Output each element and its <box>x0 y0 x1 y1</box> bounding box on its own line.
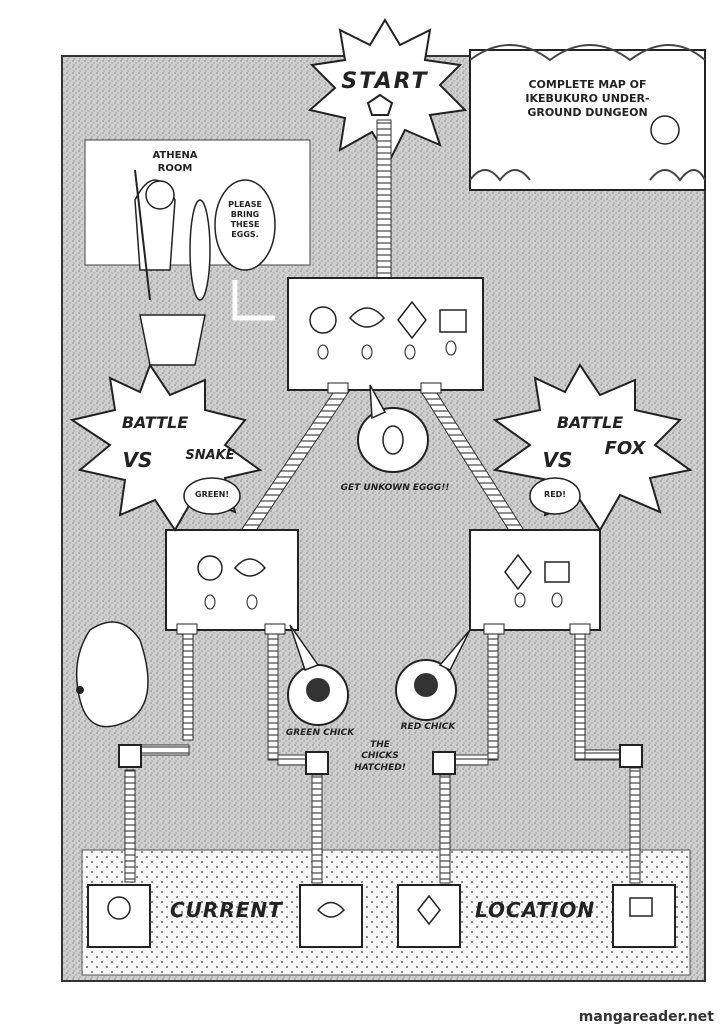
unknown-egg-caption: GET UNKOWN EGGG!! <box>330 483 460 494</box>
battle-snake-result: GREEN! <box>187 490 237 500</box>
green-chick-caption: GREEN CHICK <box>285 728 355 739</box>
chicks-hatched-caption: THE CHICKS HATCHED! <box>350 740 410 774</box>
athena-speech: PLEASE BRING THESE EGGS. <box>220 200 270 240</box>
egg-room-left <box>166 530 298 634</box>
battle-snake-title: BATTLE <box>120 413 190 433</box>
battle-fox-vs: VS <box>535 448 580 473</box>
battle-fox-enemy: FOX <box>600 438 650 461</box>
egg-room-right <box>470 530 600 634</box>
battle-snake-enemy: SNAKE <box>180 448 240 464</box>
egg-room-top <box>288 278 483 393</box>
athena-room-label: ATHENA ROOM <box>140 150 210 175</box>
current-label: CURRENT <box>170 898 280 923</box>
map-title: COMPLETE MAP OF IKEBUKURO UNDER-GROUND D… <box>515 78 660 119</box>
location-label: LOCATION <box>475 898 595 923</box>
battle-fox-title: BATTLE <box>550 413 630 433</box>
watermark: mangareader.net <box>579 1009 714 1025</box>
battle-fox-result: RED! <box>532 490 578 500</box>
red-chick-caption: RED CHICK <box>398 722 458 733</box>
start-label: START <box>330 68 440 96</box>
battle-snake-vs: VS <box>115 448 160 473</box>
